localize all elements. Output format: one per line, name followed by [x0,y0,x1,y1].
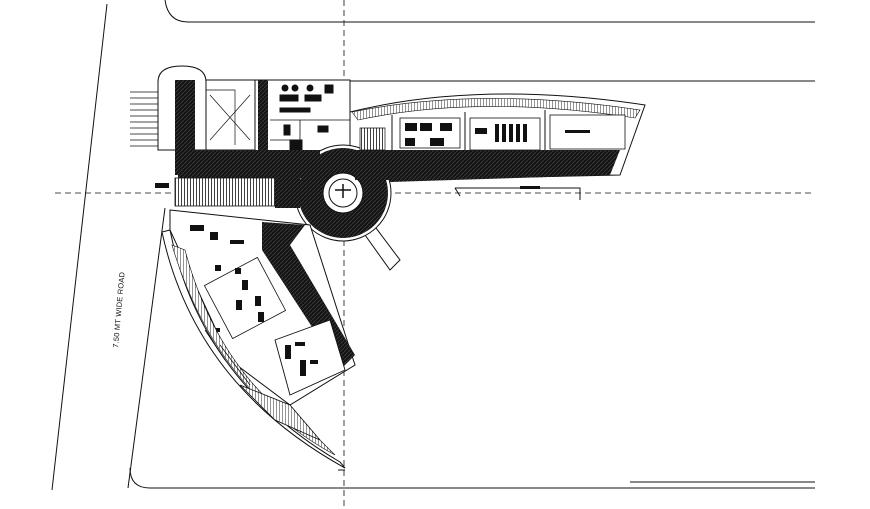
top-road-edge [164,0,815,23]
diagonal-wing [169,209,356,406]
road-label: 7.50 MT WIDE ROAD [111,271,127,348]
curved-facade [161,229,346,469]
right-wing [349,93,646,200]
paved-corridors [174,127,392,208]
left-inner-road-edge [127,207,166,489]
entrance-steps [130,91,180,147]
left-road-edge [51,3,108,491]
bottom-road-edge [129,467,815,489]
entry-marker [155,183,169,188]
